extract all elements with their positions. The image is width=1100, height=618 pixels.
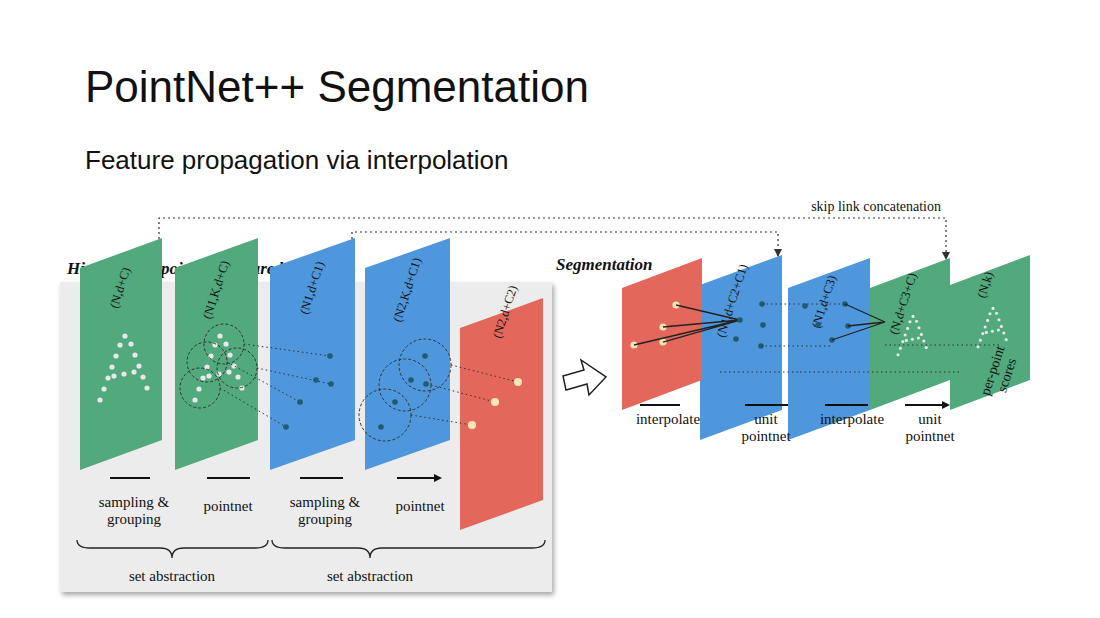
projection-line — [411, 365, 518, 425]
centroid-dot — [733, 336, 739, 342]
skip-link — [352, 232, 778, 256]
centroid-dot — [297, 399, 303, 405]
centroid-dot — [737, 317, 743, 323]
slide-title: PointNet++ Segmentation — [85, 62, 589, 113]
centroid-dot — [313, 377, 319, 383]
centroid-dot — [802, 303, 808, 309]
centroid-dot — [815, 322, 821, 328]
centroid-dot — [408, 377, 414, 383]
correspondence-line — [800, 345, 1000, 372]
feature-plane: (N2,K,d+C1) — [365, 238, 450, 470]
feature-dot — [659, 338, 666, 345]
feature-learning-panel: Hierarchical point set feature learning(… — [60, 255, 552, 592]
projection-line — [220, 344, 331, 427]
plane-shape — [700, 255, 782, 440]
correspondence-line — [720, 304, 845, 372]
plane-shape — [365, 238, 450, 470]
point-cloud — [976, 307, 1007, 349]
centroid-dot — [378, 424, 384, 430]
interpolation-line — [634, 305, 740, 345]
hollow-arrow — [563, 360, 606, 395]
centroid-dot — [829, 337, 835, 343]
brace — [272, 540, 545, 558]
centroid-dot — [283, 424, 289, 430]
centroid-dot — [760, 322, 766, 328]
grouping-circle — [217, 348, 257, 388]
centroid-dot — [758, 343, 764, 349]
feature-dot — [630, 341, 637, 348]
point-cloud — [192, 333, 244, 402]
centroid-dot — [842, 301, 848, 307]
feature-plane: (N2,d+C2) — [460, 298, 543, 530]
centroid-dot — [328, 381, 334, 387]
centroid-dot — [423, 381, 429, 387]
plane-shape — [175, 238, 258, 470]
point-cloud — [97, 333, 149, 402]
plane-shape — [270, 238, 355, 470]
feature-dot — [468, 421, 476, 429]
centroid-dot — [845, 323, 851, 329]
step-label: interpolate — [623, 411, 713, 428]
feature-plane: (N,k)per-point scores — [950, 255, 1030, 410]
grouping-circle — [187, 342, 227, 382]
feature-plane: (N1,d+C2+C1) — [700, 255, 782, 440]
feature-plane: (N,d+C3+C) — [870, 258, 950, 410]
feature-dot — [659, 323, 666, 330]
feature-dot — [514, 378, 522, 386]
grouping-circle — [180, 368, 220, 408]
grouping-circle — [379, 359, 431, 411]
feature-plane: (N1,K,d+C) — [175, 238, 258, 470]
step-arrow — [110, 477, 440, 479]
point-cloud — [896, 315, 927, 357]
section-heading: Segmentation — [556, 256, 652, 275]
grouping-circle — [399, 339, 451, 391]
feature-plane: (N1,d+C3) — [788, 258, 870, 440]
slide-subtitle: Feature propagation via interpolation — [85, 146, 509, 175]
coarse-feature-plane — [622, 258, 702, 410]
step-label: unit pointnet — [898, 411, 962, 444]
plane-shape — [870, 258, 950, 410]
plane-shape — [80, 238, 162, 470]
brace — [77, 540, 268, 558]
grouping-circle — [204, 324, 244, 364]
step-arrow — [640, 404, 948, 406]
centroid-dot — [327, 353, 333, 359]
centroid-dot — [759, 301, 765, 307]
grouping-circle — [359, 389, 411, 441]
interpolation-line — [832, 304, 885, 340]
edge-label: skip link concatenation — [746, 199, 941, 215]
feature-plane: (N,d+C) — [80, 238, 162, 470]
plane-shape — [788, 258, 870, 440]
centroid-dot — [392, 399, 398, 405]
skip-link — [159, 218, 946, 259]
feature-dot — [672, 301, 679, 308]
feature-dot — [491, 398, 499, 406]
centroid-dot — [422, 353, 428, 359]
feature-plane: (N1,d+C1) — [270, 238, 355, 470]
